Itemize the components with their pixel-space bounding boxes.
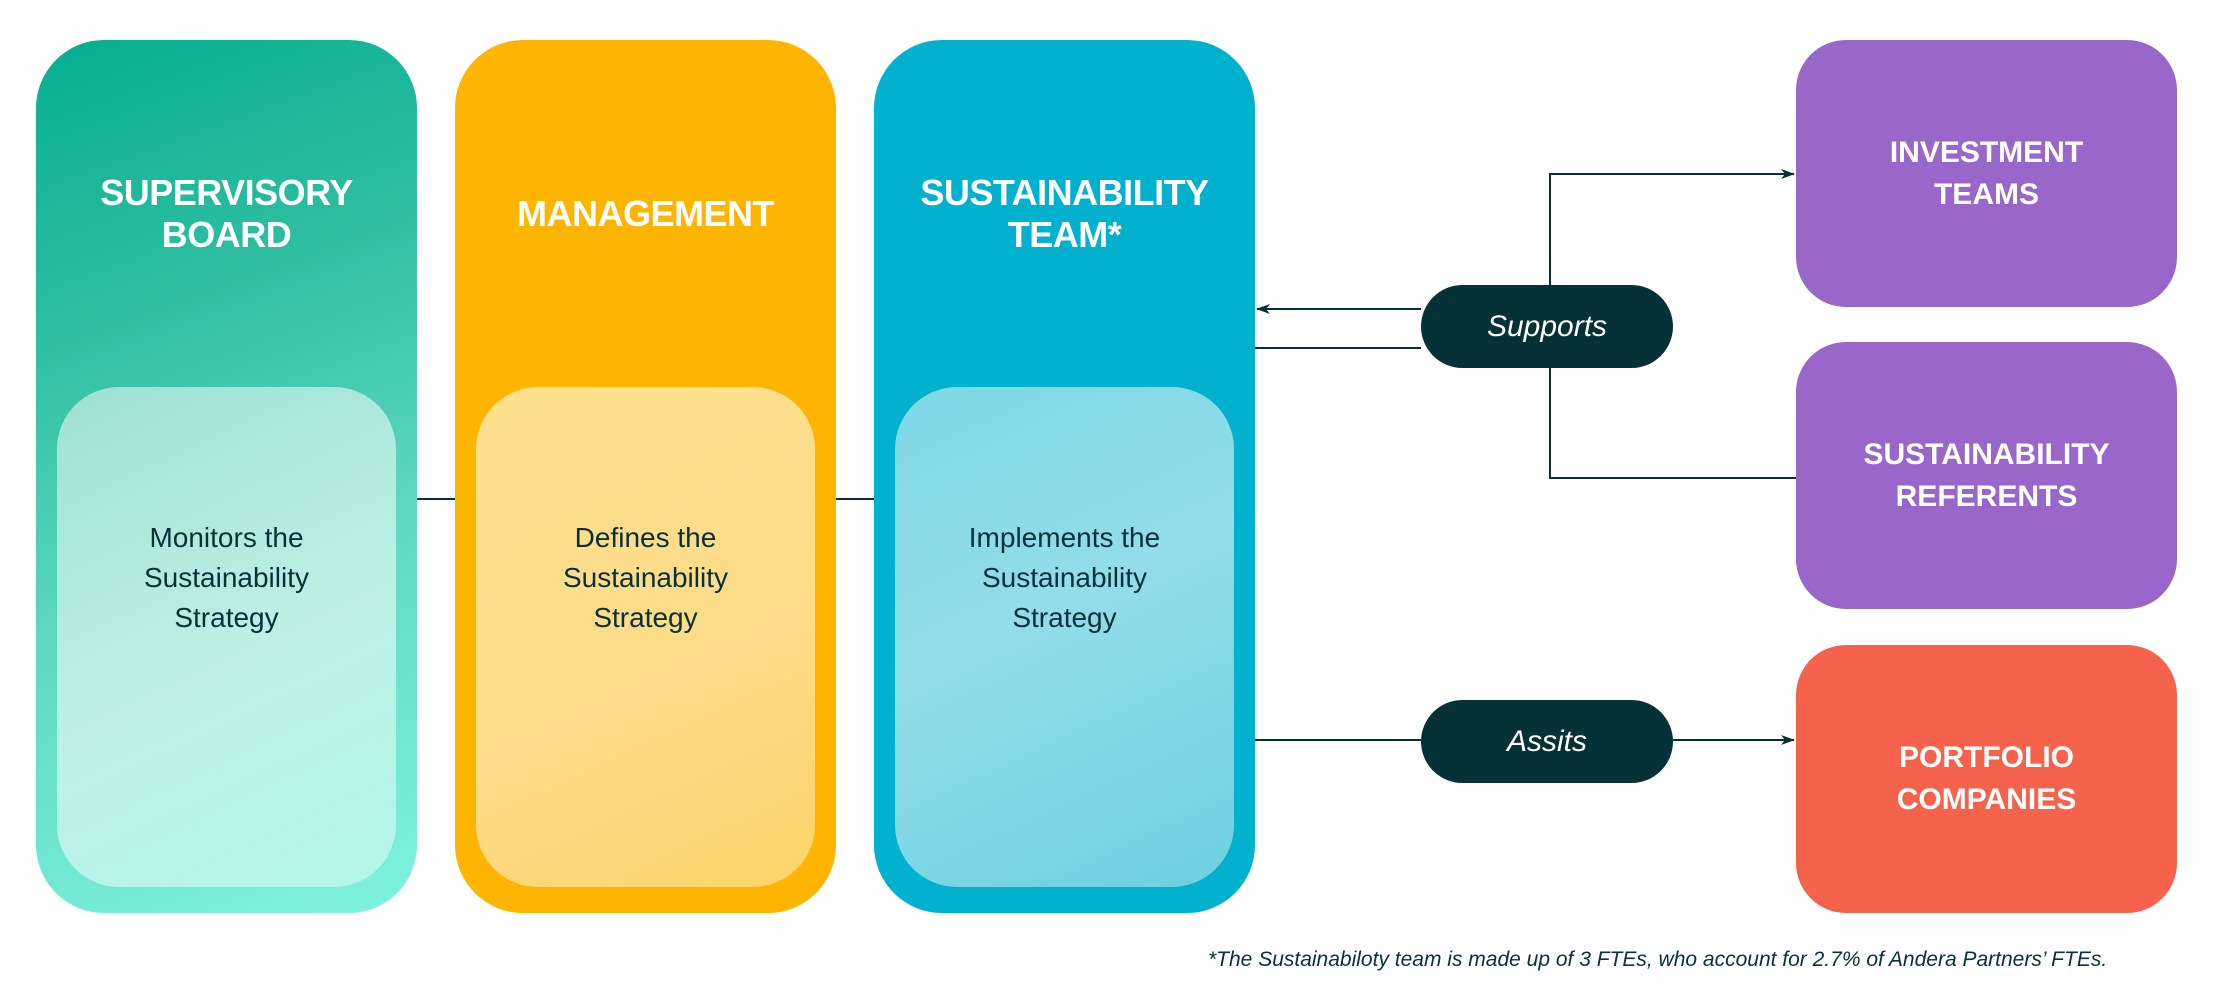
supervisory-board-card: Monitors the Sustainability Strategy [57, 387, 396, 887]
management-column: MANAGEMENT Defines the Sustainability St… [455, 40, 836, 913]
sustainability-referents-box: SUSTAINABILITY REFERENTS [1796, 342, 2177, 609]
portfolio-companies-box: PORTFOLIO COMPANIES [1796, 645, 2177, 913]
management-card: Defines the Sustainability Strategy [476, 387, 815, 887]
sustainability-team-card: Implements the Sustainability Strategy [895, 387, 1234, 887]
sustainability-team-description: Implements the Sustainability Strategy [968, 522, 1161, 633]
management-description: Defines the Sustainability Strategy [563, 522, 728, 633]
sustainability-team-column: SUSTAINABILITY TEAM* Implements the Sust… [874, 40, 1255, 913]
assists-label: Assits [1421, 700, 1673, 783]
arrow-supports-to-investment-teams [1549, 169, 1795, 285]
footnote: *The Sustainabiloty team is made up of 3… [1208, 948, 2108, 971]
supports-label: Supports [1421, 285, 1673, 368]
investment-teams-box: INVESTMENT TEAMS [1796, 40, 2177, 307]
connector-supports-to-referents [1549, 368, 1796, 479]
supervisory-board-column: SUPERVISORY BOARD Monitors the Sustainab… [36, 40, 417, 913]
sustainability-team-title: SUSTAINABILITY TEAM* [920, 171, 1209, 255]
management-title: MANAGEMENT [517, 192, 774, 234]
supervisory-board-description: Monitors the Sustainability Strategy [144, 522, 309, 633]
supervisory-board-title: SUPERVISORY BOARD [100, 171, 353, 255]
